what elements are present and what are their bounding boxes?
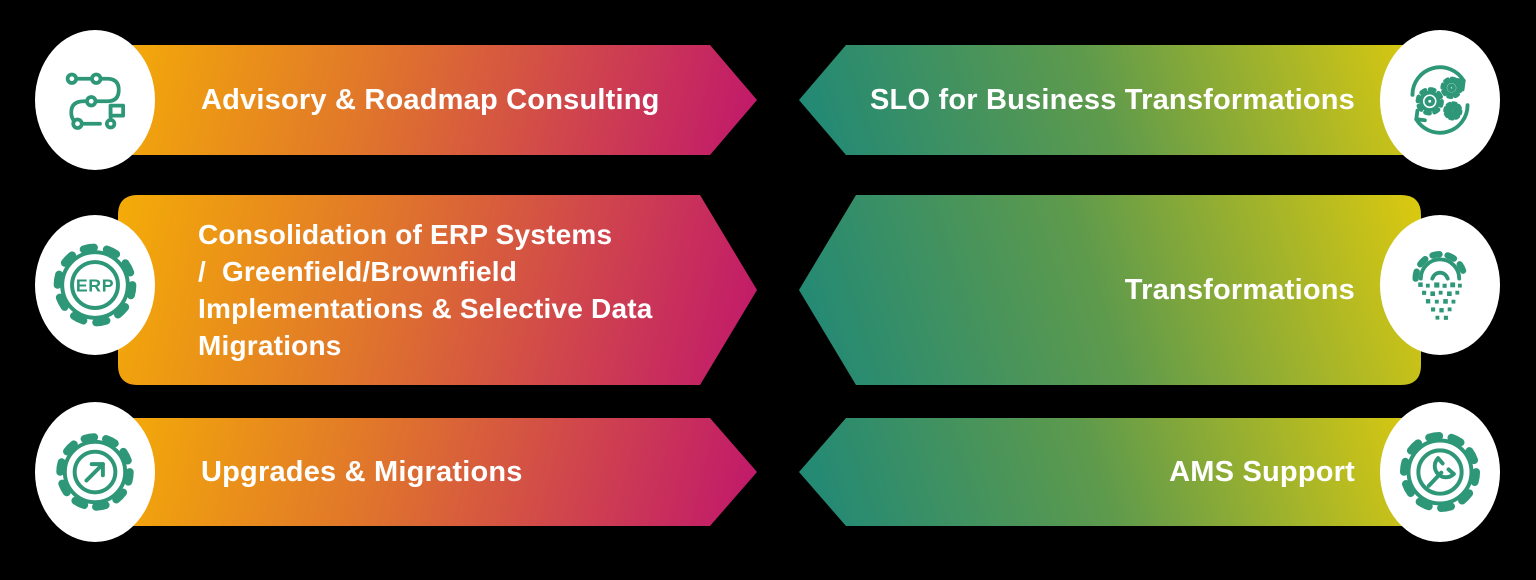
banner-ams-support-label: AMS Support [1169,455,1355,488]
banner-slo-business-transformations-label: SLO for Business Transformations [870,83,1355,116]
badge-advisory-roadmap [35,30,155,170]
badge-upgrades-migrations [35,402,155,542]
banner-transformations-label: Transformations [1124,273,1355,306]
erp-gear-icon: ERP [53,243,137,327]
roadmap-flag-icon [65,72,125,130]
erp-consolidation-line-4: Migrations [198,330,342,361]
banner-advisory-roadmap [113,45,757,155]
erp-consolidation-line-1: Consolidation of ERP Systems [198,219,613,250]
gears-sync-cycle-icon [1410,65,1470,135]
erp-icon-text: ERP [76,276,114,296]
banner-erp-consolidation-label: Consolidation of ERP Systems / Greenfiel… [198,195,703,385]
banner-slo-business-transformations [799,45,1421,155]
gear-dissolving-pixels-icon [1412,251,1468,320]
badge-erp-consolidation: ERP [35,215,155,355]
erp-consolidation-line-2: / Greenfield/Brownfield [198,256,518,287]
banner-transformations [799,195,1421,385]
gear-upgrade-arrow-icon [56,433,134,511]
badge-slo-business-transformations [1380,30,1500,170]
gear-wrench-icon [1399,431,1481,513]
banner-ams-support [799,418,1421,526]
banner-upgrades-migrations-label: Upgrades & Migrations [201,455,523,488]
banner-erp-consolidation [118,195,757,385]
banner-advisory-roadmap-label: Advisory & Roadmap Consulting [201,83,660,116]
banner-upgrades-migrations [113,418,757,526]
badge-transformations [1380,215,1500,355]
erp-consolidation-line-3: Implementations & Selective Data [198,293,653,324]
badge-ams-support [1380,402,1500,542]
